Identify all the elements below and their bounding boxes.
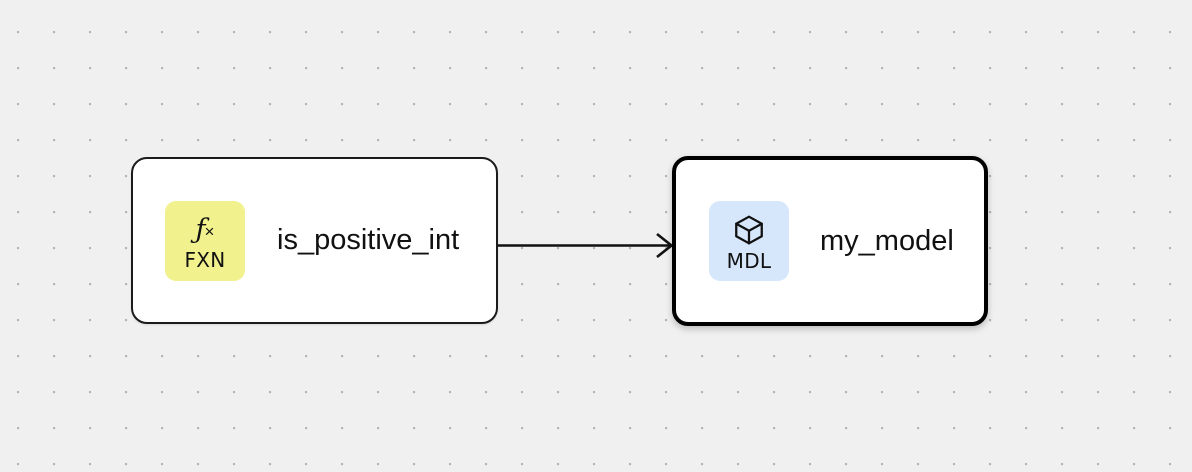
node-type-abbr-fxn: FXN xyxy=(184,248,226,272)
fx-operator: × xyxy=(204,221,215,241)
node-type-badge-mdl: MDL xyxy=(709,201,789,281)
node-my-model[interactable]: MDL my_model xyxy=(672,156,988,326)
node-title-mdl: my_model xyxy=(820,224,954,257)
node-type-abbr-mdl: MDL xyxy=(726,248,772,273)
node-type-badge-fxn: ƒ× FXN xyxy=(165,200,245,281)
fx-symbol: ƒ xyxy=(195,213,206,245)
cube-3d-icon xyxy=(732,212,766,248)
function-fx-icon: ƒ× xyxy=(196,211,215,247)
node-title-fxn: is_positive_int xyxy=(277,224,460,256)
edge-arrowhead-icon xyxy=(656,232,674,259)
edge-fxn-to-mdl[interactable] xyxy=(498,232,674,259)
node-is-positive-int[interactable]: ƒ× FXN is_positive_int xyxy=(131,157,498,324)
